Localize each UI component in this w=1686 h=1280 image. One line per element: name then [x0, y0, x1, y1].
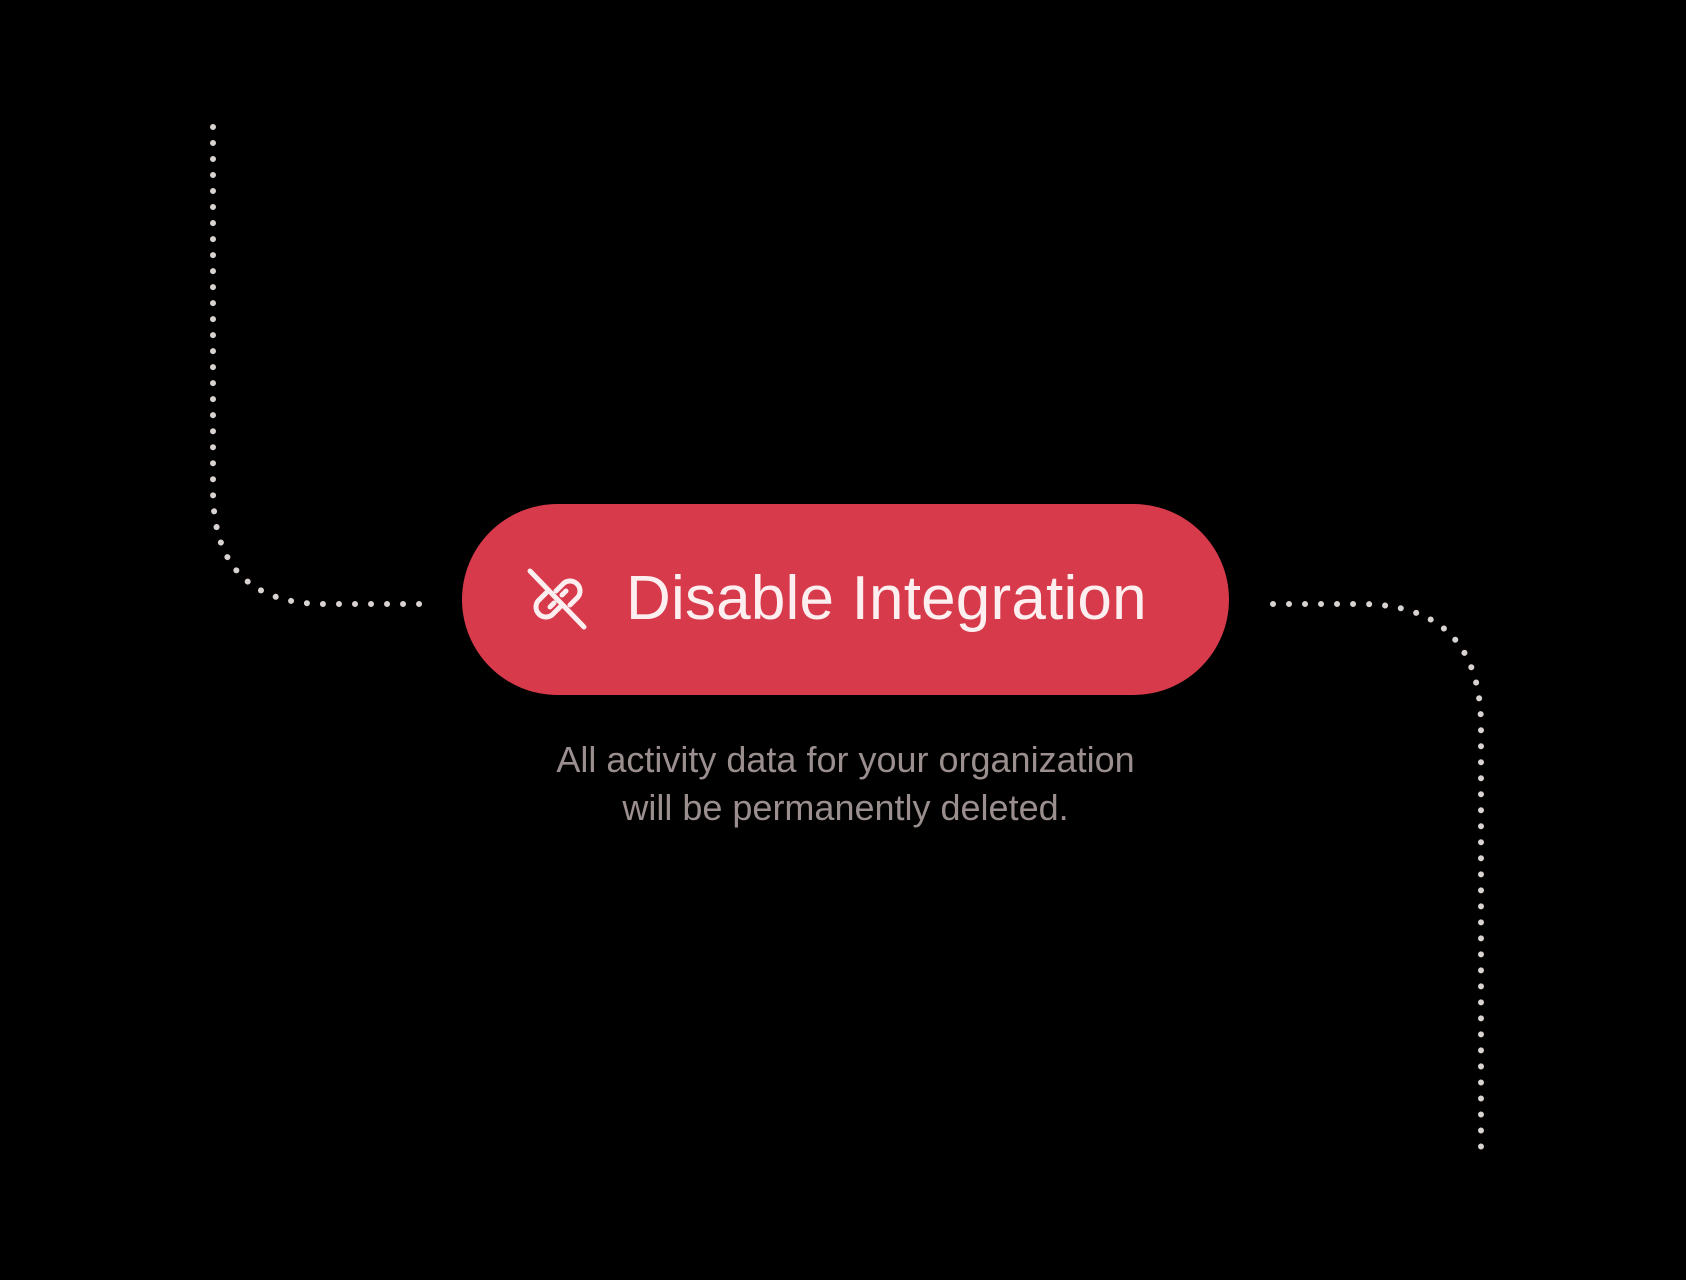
warning-caption: All activity data for your organization …	[462, 736, 1229, 832]
link-off-icon	[527, 568, 587, 630]
disable-integration-label: Disable Integration	[626, 564, 1147, 633]
warning-caption-line-1: All activity data for your organization	[556, 739, 1135, 780]
disable-integration-button[interactable]: Disable Integration	[462, 504, 1229, 695]
warning-caption-line-2: will be permanently deleted.	[622, 787, 1069, 828]
